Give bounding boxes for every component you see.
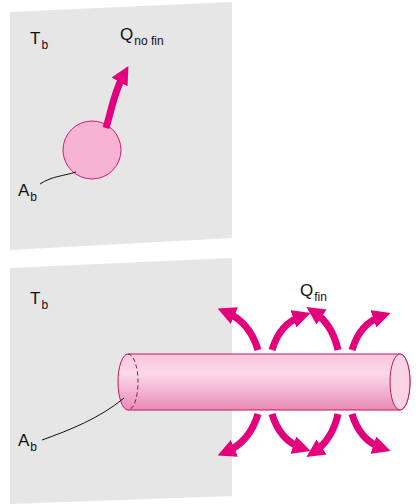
leader-line	[42, 398, 124, 440]
symbol-subscript: b	[41, 298, 48, 312]
base-area-circle	[63, 121, 121, 179]
heat-rate-label: Qfin	[300, 282, 327, 299]
symbol-subscript: b	[30, 440, 37, 454]
fin-cylinder	[118, 354, 410, 410]
heat-arrow	[272, 316, 302, 350]
symbol-letter: T	[30, 289, 40, 308]
symbol-letter: T	[30, 29, 40, 48]
symbol-letter: A	[18, 431, 29, 450]
symbol-letter: A	[18, 181, 29, 200]
fin-tip	[390, 354, 410, 410]
symbol-subscript: b	[30, 190, 37, 204]
heat-arrow	[272, 414, 302, 448]
heat-arrow	[352, 316, 382, 350]
heat-arrow	[314, 312, 338, 350]
heat-arrow	[226, 414, 258, 452]
area-label: Ab	[18, 432, 37, 449]
area-label: Ab	[18, 182, 37, 199]
symbol-letter: Q	[120, 25, 133, 44]
symbol-subscript: no fin	[134, 34, 163, 48]
fin-base-dashed	[128, 354, 138, 410]
temperature-label: Tb	[30, 30, 48, 47]
wall-panel	[10, 2, 232, 250]
symbol-subscript: b	[41, 38, 48, 52]
symbol-subscript: fin	[314, 290, 327, 304]
heat-arrow	[106, 74, 124, 128]
heat-arrow	[226, 312, 258, 350]
heat-rate-label: Qno fin	[120, 26, 164, 43]
temperature-label: Tb	[30, 290, 48, 307]
heat-arrow	[314, 414, 338, 452]
leader-line	[40, 172, 76, 184]
symbol-letter: Q	[300, 281, 313, 300]
heat-arrow	[352, 414, 382, 448]
